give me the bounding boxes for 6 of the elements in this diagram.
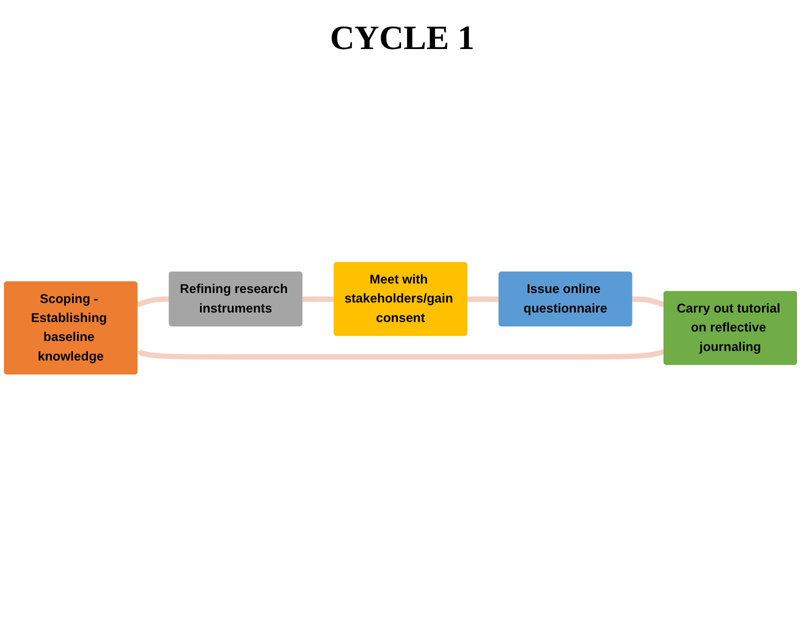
connector	[136, 296, 170, 308]
connector	[632, 296, 665, 308]
connector	[467, 296, 500, 302]
connector	[302, 296, 334, 302]
arrow	[137, 349, 665, 360]
cycle-title: CYCLE 1	[330, 20, 475, 58]
